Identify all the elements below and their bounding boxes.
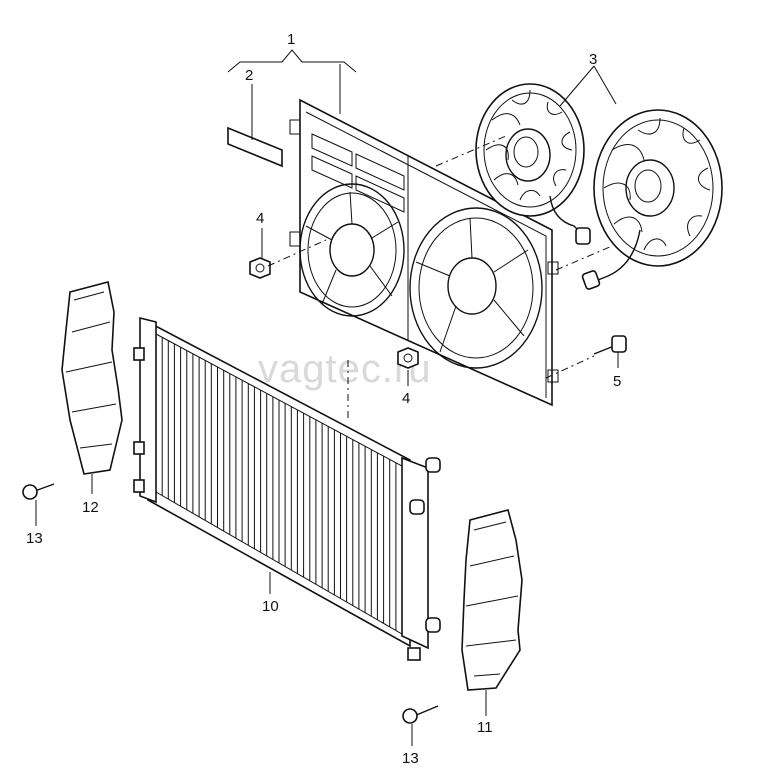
callout-10: 10 xyxy=(262,598,279,615)
callout-2: 2 xyxy=(245,67,253,84)
label-sticker xyxy=(227,126,283,168)
fan-right xyxy=(581,109,723,290)
callout-12: 12 xyxy=(82,499,99,516)
nut-lower xyxy=(397,347,419,369)
fan-left xyxy=(475,83,591,245)
air-guide-left xyxy=(61,281,123,475)
callout-3: 3 xyxy=(589,51,597,68)
callout-1: 1 xyxy=(287,31,295,48)
bolt-right xyxy=(593,335,627,355)
callout-4-upper: 4 xyxy=(256,210,264,227)
callout-4-lower: 4 xyxy=(402,390,410,407)
fan-shroud xyxy=(289,98,559,407)
nut-upper xyxy=(249,257,271,279)
callout-11: 11 xyxy=(477,719,493,736)
leader-lines xyxy=(35,49,619,746)
callout-13-left: 13 xyxy=(26,530,43,547)
callout-5: 5 xyxy=(613,373,621,390)
callout-13-bottom: 13 xyxy=(402,750,419,767)
air-guide-right xyxy=(461,509,523,691)
screw-bottom xyxy=(402,705,439,724)
screw-left xyxy=(22,483,55,500)
assembly-lines xyxy=(267,135,613,418)
radiator xyxy=(133,316,441,661)
